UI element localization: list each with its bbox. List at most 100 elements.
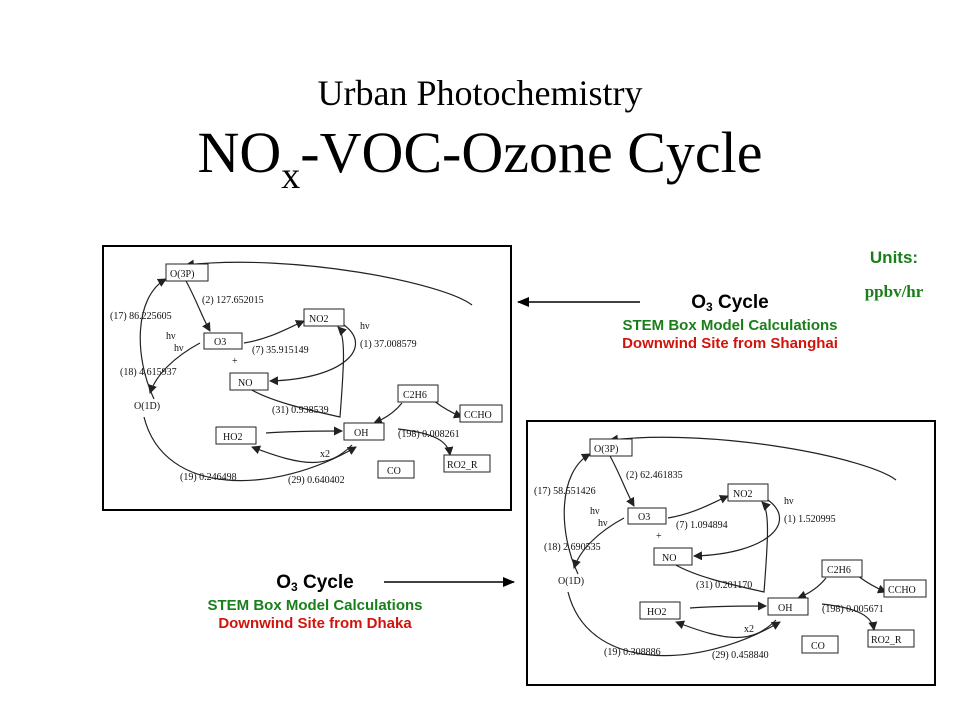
label-ro2r: RO2_R — [871, 635, 902, 646]
box-ho2 — [639, 601, 681, 620]
label-o1d: O(1D) — [134, 401, 160, 412]
hv-lower: hν — [174, 343, 184, 354]
label-o1d: O(1D) — [558, 576, 584, 587]
arrow-no-to-ho2 — [673, 501, 771, 593]
box-ro2r — [867, 629, 915, 648]
rate-19: (19) 0.308886 — [604, 647, 661, 658]
caption-dhaka-site: Downwind Site from Dhaka — [218, 615, 412, 632]
arrow-o3-to-o1d — [148, 342, 201, 394]
rate-17: (17) 58.551426 — [534, 486, 596, 497]
caption-shanghai-model: STEM Box Model Calculations — [622, 317, 838, 334]
hv-no2: hν — [360, 321, 370, 332]
arrow-o3p-to-o3 — [185, 280, 211, 332]
arrow-oh-to-ho2 — [675, 619, 777, 638]
box-no — [229, 372, 269, 391]
label-ccho: CCHO — [464, 410, 492, 421]
label-ho2: HO2 — [647, 607, 666, 618]
rate-1: (1) 37.008579 — [360, 339, 417, 350]
label-c2h6: C2H6 — [403, 390, 427, 401]
box-no — [653, 547, 693, 566]
rate-29: (29) 0.458840 — [712, 650, 769, 661]
box-no2 — [303, 308, 345, 327]
hv-upper: hν — [590, 506, 600, 517]
title-nox: NO — [197, 120, 282, 185]
box-c2h6 — [397, 384, 439, 403]
arrow-o3p-to-o3 — [609, 455, 635, 507]
box-ccho — [459, 404, 503, 423]
label-o3p: O(3P) — [170, 269, 194, 280]
box-o3 — [203, 332, 243, 350]
diagram-shanghai: O(3P) NO2 O3 NO C2H6 CCHO HO2 OH RO2_R C… — [102, 245, 512, 511]
units-value: ppbv/hr — [864, 282, 924, 301]
label-co: CO — [811, 641, 825, 652]
arrow-to-no2 — [667, 495, 729, 519]
arrow-c2h6-to-ccho — [433, 400, 463, 419]
arrow-no2-to-no — [269, 324, 356, 386]
arrow-oh-to-ro2r — [397, 428, 454, 456]
arrow-c2h6-to-oh — [797, 577, 827, 600]
reaction-diagram: O(3P) NO2 O3 NO C2H6 CCHO HO2 OH RO2_R C… — [534, 434, 927, 661]
rate-2: (2) 62.461835 — [626, 470, 683, 481]
caption-shanghai: O3 Cycle STEM Box Model Calculations Dow… — [560, 292, 900, 352]
arrow-no2-to-o3p — [185, 259, 473, 306]
label-no2: NO2 — [309, 314, 328, 325]
box-no2 — [727, 483, 769, 502]
caption-dhaka-heading: O3 Cycle — [276, 572, 354, 594]
arrow-o1d-to-o3p — [563, 453, 591, 575]
arrow-c2h6-to-ccho — [857, 575, 887, 594]
hv-lower: hν — [598, 518, 608, 529]
title-line2: NOx-VOC-Ozone Cycle — [0, 118, 960, 211]
box-o3p — [589, 438, 633, 457]
caption-dhaka: O3 Cycle STEM Box Model Calculations Dow… — [145, 572, 485, 632]
box-ho2 — [215, 426, 257, 445]
diagram-dhaka: O(3P) NO2 O3 NO C2H6 CCHO HO2 OH RO2_R C… — [526, 420, 936, 686]
rate-18: (18) 4.615937 — [120, 367, 177, 378]
box-co — [377, 460, 415, 479]
label-oh: OH — [354, 428, 368, 439]
arrow-no-to-ho2 — [249, 326, 347, 418]
rate-17: (17) 86.225605 — [110, 311, 172, 322]
x2-label: x2 — [320, 449, 330, 460]
reaction-diagram: O(3P) NO2 O3 NO C2H6 CCHO HO2 OH RO2_R C… — [110, 259, 503, 486]
label-ccho: CCHO — [888, 585, 916, 596]
label-no: NO — [238, 378, 252, 389]
units-label: Units: — [869, 248, 919, 267]
rate-7: (7) 1.094894 — [676, 520, 728, 531]
arrow-ho2-to-oh — [689, 601, 767, 611]
box-o3p — [165, 263, 209, 282]
box-o3 — [627, 507, 667, 525]
caption-shanghai-heading: O3 Cycle — [691, 292, 769, 314]
label-c2h6: C2H6 — [827, 565, 851, 576]
plus-sign: + — [232, 356, 238, 367]
arrow-o3-to-o1d — [572, 517, 625, 569]
title-line1: Urban Photochemistry — [317, 73, 643, 113]
caption-shanghai-site: Downwind Site from Shanghai — [622, 335, 838, 352]
rate-2: (2) 127.652015 — [202, 295, 264, 306]
arrow-no2-to-o3p — [609, 434, 897, 481]
rate-19: (19) 0.246498 — [180, 472, 237, 483]
label-ro2r: RO2_R — [447, 460, 478, 471]
rate-1: (1) 1.520995 — [784, 514, 836, 525]
x2-label: x2 — [744, 624, 754, 635]
rate-198: (198) 0.008261 — [398, 429, 460, 440]
label-o3: O3 — [214, 337, 226, 348]
label-o3: O3 — [638, 512, 650, 523]
hv-upper: hν — [166, 331, 176, 342]
arrow-o1d-to-oh — [567, 591, 781, 657]
arrow-o1d-to-o3p — [139, 278, 167, 400]
box-ro2r — [443, 454, 491, 473]
label-no: NO — [662, 553, 676, 564]
label-o3p: O(3P) — [594, 444, 618, 455]
arrow-oh-to-ro2r — [821, 603, 878, 631]
title-subscript-x: x — [281, 155, 301, 197]
title-remainder: -VOC-Ozone Cycle — [300, 120, 763, 185]
arrow-o1d-to-oh — [143, 416, 357, 482]
rate-18: (18) 2.690535 — [544, 542, 601, 553]
hv-no2: hν — [784, 496, 794, 507]
rate-29: (29) 0.640402 — [288, 475, 345, 486]
rate-198: (198) 0.005671 — [822, 604, 884, 615]
plus-sign: + — [656, 531, 662, 542]
arrow-ho2-to-oh — [265, 426, 343, 436]
label-co: CO — [387, 466, 401, 477]
